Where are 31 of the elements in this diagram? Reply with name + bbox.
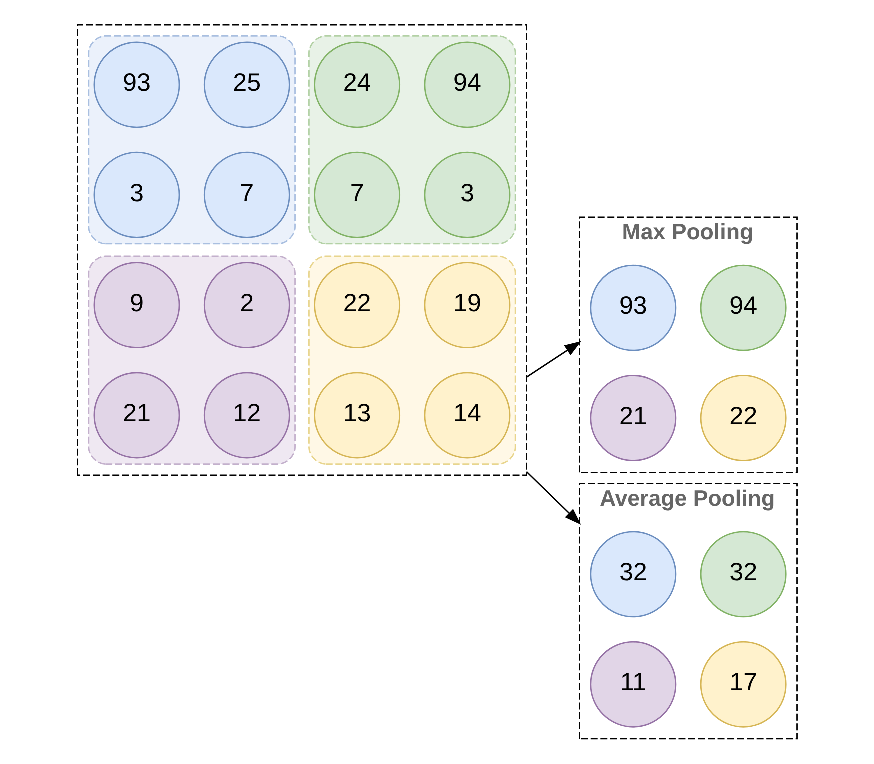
node-circle: 21 xyxy=(93,372,180,459)
node-circle: 93 xyxy=(93,42,180,128)
node-circle: 12 xyxy=(203,372,290,459)
node-circle: 19 xyxy=(424,262,510,349)
node-circle: 17 xyxy=(700,641,786,728)
cluster xyxy=(308,35,516,245)
node-circle: 22 xyxy=(700,375,786,462)
node-circle: 94 xyxy=(700,264,786,352)
node-circle: 21 xyxy=(590,375,676,462)
node-circle: 22 xyxy=(314,262,400,349)
node-circle: 9 xyxy=(93,262,180,349)
cluster xyxy=(76,24,527,476)
node-circle: 7 xyxy=(203,152,290,238)
node-circle: 3 xyxy=(93,152,180,238)
node-circle: 11 xyxy=(590,641,676,728)
arrow xyxy=(526,341,581,378)
node-circle: 3 xyxy=(424,152,510,238)
node-circle: 94 xyxy=(424,42,510,128)
node-circle: 7 xyxy=(314,152,400,238)
node-circle: 2 xyxy=(203,262,290,349)
cluster xyxy=(88,256,296,465)
node-circle: 32 xyxy=(700,531,786,618)
node-circle: 14 xyxy=(424,372,510,459)
node-circle: 93 xyxy=(590,264,676,352)
cluster xyxy=(88,35,296,245)
node-circle: 25 xyxy=(203,42,290,128)
node-circle: 32 xyxy=(590,531,676,618)
cluster xyxy=(308,256,516,465)
node-circle: 24 xyxy=(314,42,400,128)
node-circle: 13 xyxy=(314,372,400,459)
arrow xyxy=(526,471,581,525)
